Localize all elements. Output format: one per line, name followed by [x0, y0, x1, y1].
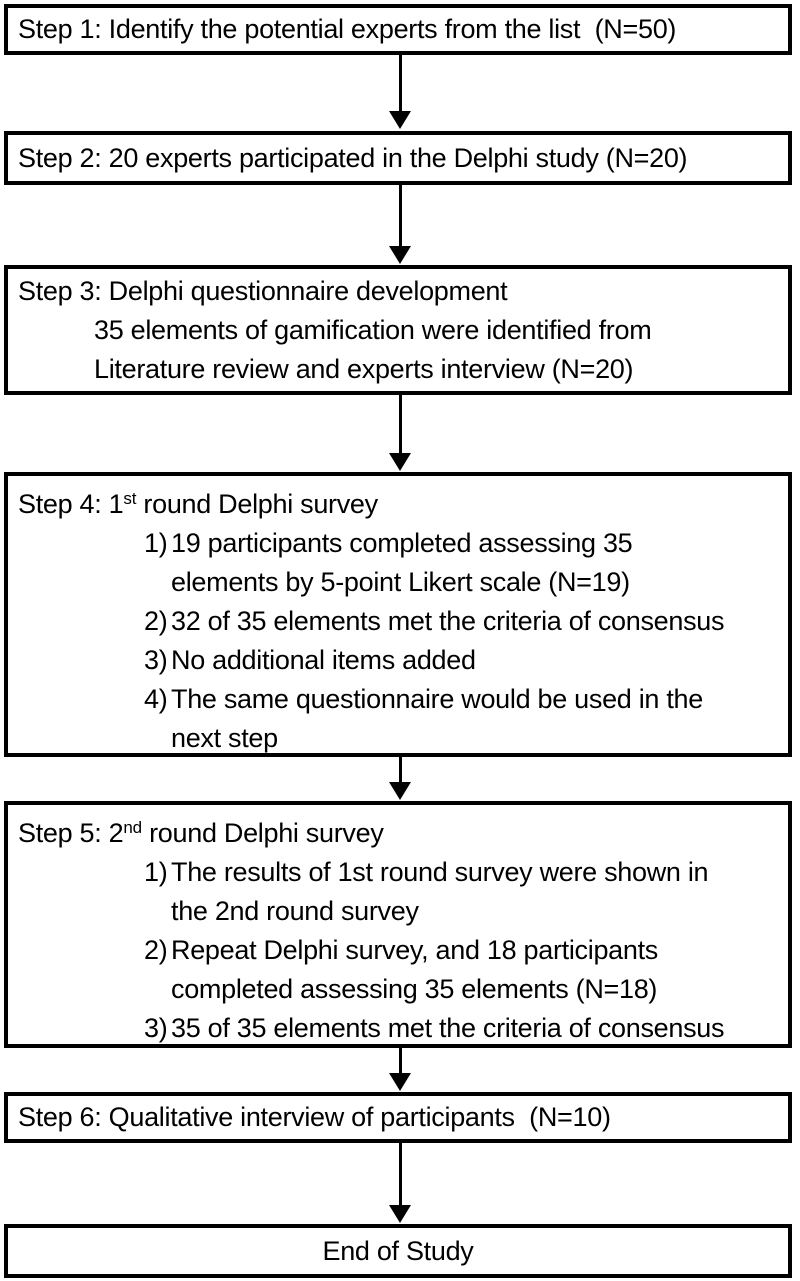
list-marker: 4) [144, 684, 168, 714]
step4-title-prefix: Step 4: 1 [18, 489, 124, 519]
item-text: 32 of 35 elements met the criteria of co… [171, 606, 725, 636]
arrow-down-icon [389, 453, 411, 471]
arrow-down-icon [389, 782, 411, 800]
arrow-stem [398, 185, 402, 246]
list-marker: 3) [144, 645, 168, 675]
step3-line: 35 elements of gamification were identif… [94, 315, 652, 345]
flow-arrow-1 [387, 55, 413, 129]
step5-box: Step 5: 2nd round Delphi survey 1)The re… [4, 801, 792, 1048]
item-text: completed assessing 35 elements (N=18) [171, 974, 658, 1004]
item-text: 35 of 35 elements met the criteria of co… [171, 1013, 725, 1043]
arrow-down-icon [389, 1205, 411, 1223]
step1-text: Step 1: Identify the potential experts f… [18, 14, 677, 44]
step6-text: Step 6: Qualitative interview of partici… [18, 1102, 611, 1132]
flow-arrow-4 [387, 757, 413, 800]
flow-arrow-5 [387, 1048, 413, 1091]
step5-item-2: 2)Repeat Delphi survey, and 18 participa… [18, 931, 782, 1009]
arrow-stem [398, 1143, 402, 1205]
step5-item-1: 1)The results of 1st round survey were s… [18, 853, 782, 931]
item-text: No additional items added [171, 645, 476, 675]
list-marker: 1) [144, 857, 168, 887]
list-marker: 2) [144, 606, 168, 636]
arrow-down-icon [389, 111, 411, 129]
item-text: 19 participants completed assessing 35 [171, 528, 633, 558]
list-marker: 2) [144, 935, 168, 965]
step4-title-superscript: st [123, 489, 137, 508]
item-text: The same questionnaire would be used in … [171, 684, 703, 714]
arrow-down-icon [389, 1073, 411, 1091]
item-text: Repeat Delphi survey, and 18 participant… [171, 935, 658, 965]
flow-arrow-2 [387, 185, 413, 264]
list-marker: 3) [144, 1013, 168, 1043]
arrow-down-icon [389, 246, 411, 264]
step5-title-superscript: nd [123, 818, 142, 837]
step3-box: Step 3: Delphi questionnaire development… [4, 265, 792, 395]
item-text: the 2nd round survey [171, 896, 419, 926]
arrow-stem [398, 55, 402, 111]
step5-title-prefix: Step 5: 2 [18, 818, 124, 848]
item-text: The results of 1st round survey were sho… [171, 857, 709, 887]
step6-box: Step 6: Qualitative interview of partici… [4, 1092, 792, 1143]
step2-box: Step 2: 20 experts participated in the D… [4, 131, 792, 185]
step3-title: Step 3: Delphi questionnaire development [18, 276, 508, 306]
arrow-stem [398, 757, 402, 782]
step4-item-3: 3)No additional items added [18, 641, 782, 680]
step4-item-4: 4)The same questionnaire would be used i… [18, 680, 782, 758]
item-text: elements by 5-point Likert scale (N=19) [171, 567, 630, 597]
list-marker: 1) [144, 528, 168, 558]
flow-arrow-3 [387, 395, 413, 471]
flow-arrow-6 [387, 1143, 413, 1223]
step4-title-suffix: round Delphi survey [136, 489, 378, 519]
step5-title-suffix: round Delphi survey [141, 818, 384, 848]
step3-line: Literature review and experts interview … [94, 354, 634, 384]
end-of-study-box: End of Study [4, 1224, 792, 1278]
step4-item-2: 2)32 of 35 elements met the criteria of … [18, 602, 782, 641]
step4-title: Step 4: 1st round Delphi survey [18, 479, 782, 524]
step4-item-1: 1)19 participants completed assessing 35… [18, 524, 782, 602]
step1-box: Step 1: Identify the potential experts f… [4, 4, 792, 55]
arrow-stem [398, 1048, 402, 1073]
step5-item-3: 3)35 of 35 elements met the criteria of … [18, 1009, 782, 1048]
end-of-study-text: End of Study [322, 1235, 474, 1266]
step4-box: Step 4: 1st round Delphi survey 1)19 par… [4, 472, 792, 757]
step5-title: Step 5: 2nd round Delphi survey [18, 808, 782, 853]
item-text: next step [171, 723, 278, 753]
arrow-stem [398, 395, 402, 453]
step2-text: Step 2: 20 experts participated in the D… [18, 142, 688, 173]
